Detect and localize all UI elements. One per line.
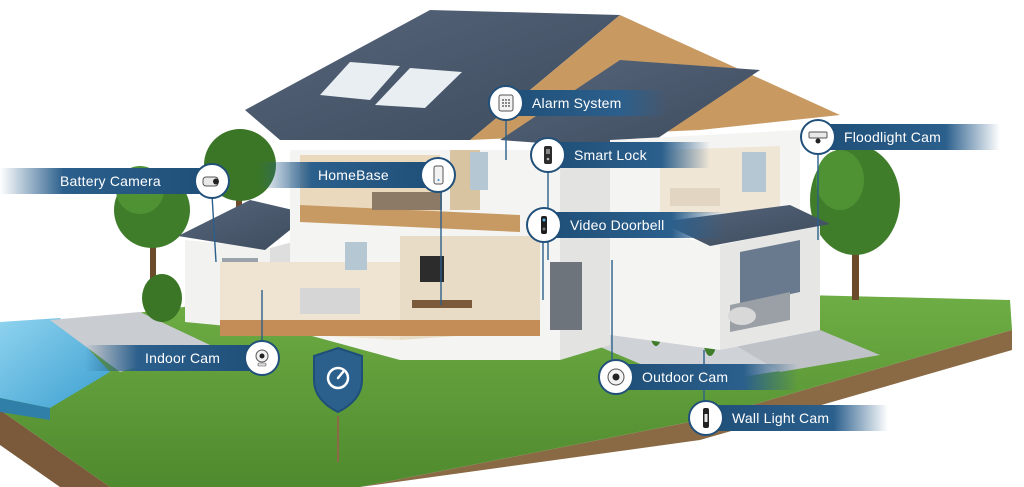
label-bar — [706, 405, 888, 431]
connector-lines — [211, 115, 819, 462]
label-homebase: HomeBase — [258, 157, 456, 193]
label-text: Battery Camera — [60, 173, 161, 189]
label-floodlight-cam: Floodlight Cam — [800, 119, 1000, 155]
label-video-doorbell: Video Doorbell — [526, 207, 726, 243]
tree-right — [810, 145, 900, 300]
label-text: Outdoor Cam — [642, 369, 729, 385]
main-roof — [245, 10, 840, 150]
label-text: Floodlight Cam — [844, 129, 941, 145]
smart-lock-icon — [530, 137, 566, 173]
label-outdoor-cam: Outdoor Cam — [598, 359, 798, 395]
homebase-icon — [420, 157, 456, 193]
label-bar — [818, 124, 1000, 150]
label-battery-camera: Battery Camera — [0, 163, 230, 199]
label-bar — [544, 212, 726, 238]
label-bar — [258, 162, 438, 188]
floodlight-icon — [800, 119, 836, 155]
label-alarm-system: Alarm System — [488, 85, 668, 121]
label-bar — [0, 168, 212, 194]
shield-logo-icon — [313, 346, 363, 414]
label-bar — [506, 90, 668, 116]
label-text: Indoor Cam — [145, 350, 221, 366]
wall-light-icon — [688, 400, 724, 436]
main-house — [220, 140, 610, 360]
label-bar — [85, 345, 262, 371]
label-wall-light-cam: Wall Light Cam — [688, 400, 888, 436]
label-text: Video Doorbell — [570, 217, 665, 233]
battery-camera-icon — [194, 163, 230, 199]
outdoor-camera-icon — [598, 359, 634, 395]
label-smart-lock: Smart Lock — [530, 137, 710, 173]
label-indoor-cam: Indoor Cam — [85, 340, 280, 376]
indoor-camera-icon — [244, 340, 280, 376]
label-text: HomeBase — [318, 167, 389, 183]
water-canal — [0, 318, 110, 408]
bush — [142, 274, 182, 322]
label-text: Smart Lock — [574, 147, 647, 163]
label-bar — [616, 364, 798, 390]
label-bar — [548, 142, 710, 168]
label-text: Alarm System — [532, 95, 622, 111]
doorbell-icon — [526, 207, 562, 243]
alarm-keypad-icon — [488, 85, 524, 121]
label-text: Wall Light Cam — [732, 410, 830, 426]
